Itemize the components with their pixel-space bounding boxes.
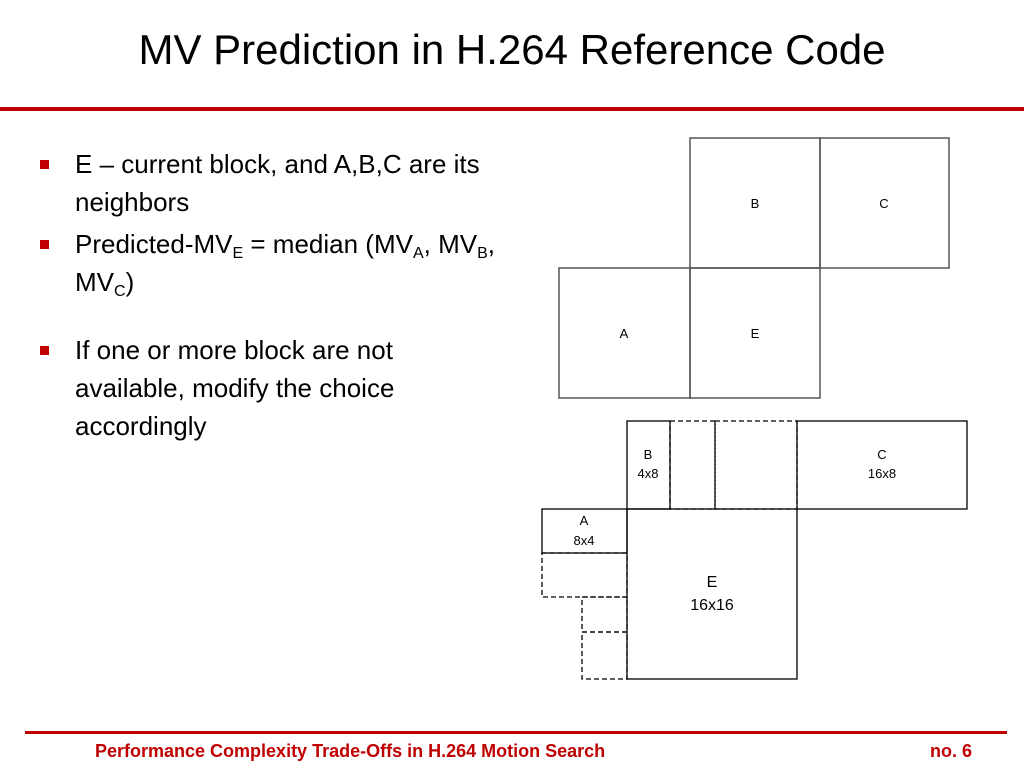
block-dashed bbox=[581, 596, 628, 633]
size-b-bottom: 4x8 bbox=[638, 466, 659, 481]
footer-divider bbox=[25, 731, 1007, 734]
bullet-item: Predicted-MVE = median (MVA, MVB, MVC) bbox=[37, 225, 507, 301]
block-c-top bbox=[819, 137, 950, 269]
size-e-bottom: 16x16 bbox=[690, 597, 734, 614]
square-bullet-icon bbox=[40, 160, 49, 169]
block-dashed bbox=[714, 420, 798, 510]
bullet-item: E – current block, and A,B,C are its nei… bbox=[37, 145, 507, 221]
square-bullet-icon bbox=[40, 240, 49, 249]
label-a-top: A bbox=[620, 326, 629, 341]
block-c-bottom bbox=[796, 420, 968, 510]
label-a-bottom: A bbox=[580, 513, 589, 528]
block-dashed bbox=[669, 420, 716, 510]
bullet-text-predicted: Predicted-MVE = median (MVA, MVB, MVC) bbox=[75, 229, 495, 300]
square-bullet-icon bbox=[40, 346, 49, 355]
block-e-bottom bbox=[626, 508, 798, 680]
size-a-bottom: 8x4 bbox=[574, 533, 595, 548]
bullet-text: E – current block, and A,B,C are its nei… bbox=[75, 149, 480, 217]
bottom-diagram bbox=[541, 420, 968, 680]
label-c-top: C bbox=[879, 196, 888, 211]
label-b-bottom: B bbox=[644, 447, 653, 462]
block-b-bottom bbox=[626, 420, 671, 510]
block-e-top bbox=[689, 267, 821, 399]
block-dashed bbox=[581, 631, 628, 680]
label-b-top: B bbox=[751, 196, 760, 211]
label-e-top: E bbox=[751, 326, 760, 341]
label-e-bottom: E bbox=[707, 574, 718, 591]
footer-title: Performance Complexity Trade-Offs in H.2… bbox=[95, 741, 606, 761]
top-diagram bbox=[558, 137, 950, 399]
slide-title: MV Prediction in H.264 Reference Code bbox=[138, 26, 886, 73]
bullet-list: E – current block, and A,B,C are its nei… bbox=[37, 145, 507, 449]
title-divider bbox=[0, 107, 1024, 111]
bullet-item: If one or more block are not available, … bbox=[37, 331, 507, 445]
size-c-bottom: 16x8 bbox=[868, 466, 896, 481]
bullet-text: If one or more block are not available, … bbox=[75, 335, 395, 441]
block-dashed bbox=[541, 552, 628, 598]
page-number: no. 6 bbox=[929, 741, 972, 761]
label-c-bottom: C bbox=[877, 447, 886, 462]
